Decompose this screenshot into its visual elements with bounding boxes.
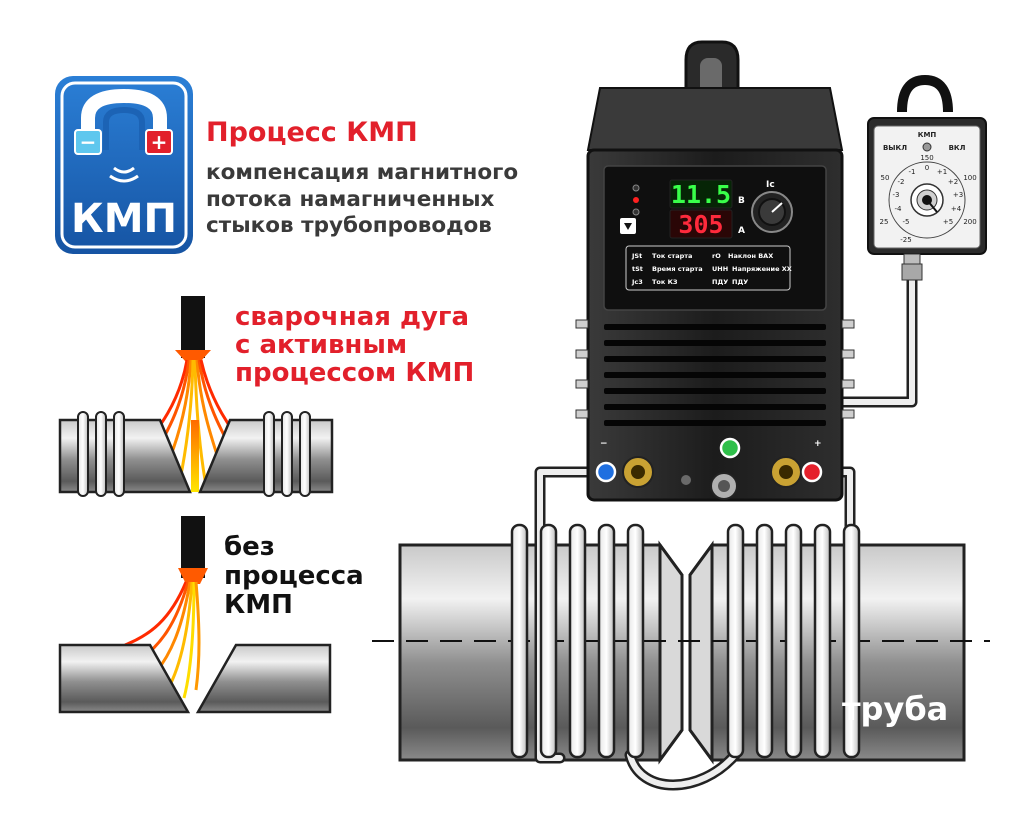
scale-25: 25 (880, 218, 889, 226)
logo-plus-pole (145, 129, 173, 155)
param-code-4: rO (712, 252, 721, 260)
red-dot (801, 461, 823, 483)
param-desc-1: Ток старта (652, 252, 692, 260)
caption-line: процессом КМП (235, 358, 475, 389)
logo-minus-pole (74, 129, 102, 155)
tick-p2: +2 (948, 178, 958, 186)
tick-p5: +5 (943, 218, 953, 226)
param-code-3: Jc3 (631, 278, 643, 286)
tick-0: 0 (925, 164, 929, 172)
active-arc-caption: сварочная дуга с активным процессом КМП (235, 303, 474, 387)
current-display (669, 209, 733, 239)
tick-m4: -4 (895, 205, 903, 213)
magnetic-wave-icon (109, 166, 139, 183)
pipe-coils (510, 523, 861, 759)
plus-sign-label: + (814, 439, 822, 449)
tick-p4: +4 (951, 205, 962, 213)
scale-50: 50 (881, 174, 890, 182)
electrode-active (181, 296, 205, 358)
pipe-label: труба (842, 690, 949, 728)
knob-label: Ic (766, 180, 775, 190)
current-readout: 305 (678, 210, 723, 239)
page-subtitle: компенсация магнитного потока намагничен… (206, 160, 518, 240)
tick-p1: +1 (937, 168, 947, 176)
electrode-no-kmp (181, 516, 205, 578)
param-code-1: JSt (631, 252, 642, 260)
tick-p3: +3 (953, 191, 963, 199)
scale-150: 150 (920, 154, 933, 162)
voltage-display (669, 179, 733, 209)
param-desc-6: ПДУ (732, 278, 748, 286)
welder-unit: 11.5 305 B A Ic JSt Ток старта tSt Время… (575, 40, 855, 502)
voltage-readout: 11.5 (671, 180, 731, 209)
param-list: JSt Ток старта tSt Время старта Jc3 Ток … (631, 252, 792, 286)
scale-100: 100 (963, 174, 976, 182)
param-desc-5: Напряжение ХХ (732, 265, 792, 273)
remote-control: КМП ВЫКЛ ВКЛ 0 +1 +2 +3 +4 +5 -1 -2 -3 -… (867, 74, 987, 281)
subtitle-line: стыков трубопроводов (206, 213, 492, 239)
triangle-down-icon (624, 223, 632, 230)
remote-dial-ticks: 0 +1 +2 +3 +4 +5 -1 -2 -3 -4 -5 (893, 164, 964, 226)
remote-knob[interactable] (910, 183, 944, 217)
no-kmp-arc-illustration (58, 516, 332, 714)
caption-line: с активным (235, 330, 408, 361)
logo-plus-sign: + (151, 130, 168, 154)
tick-m2: -2 (898, 178, 905, 186)
tick-m3: -3 (893, 191, 900, 199)
logo-minus-sign: − (80, 130, 97, 154)
caption-line: КМП (224, 590, 293, 621)
remote-hanger (897, 74, 953, 113)
param-code-2: tSt (632, 265, 643, 273)
kmp-logo: − + КМП (55, 76, 193, 254)
remote-label: КМП (918, 131, 937, 139)
active-arc-illustration (58, 296, 334, 497)
remote-scale-marks: 150 50 100 25 200 -25 (880, 154, 977, 244)
green-dot (719, 437, 741, 459)
param-desc-3: Ток КЗ (652, 278, 678, 286)
welder-vents (604, 324, 826, 426)
minus-sign-label: − (600, 439, 608, 449)
no-kmp-caption: без процесса КМП (224, 532, 364, 621)
unit-amps: A (738, 226, 745, 236)
caption-line: без (224, 532, 275, 562)
tick-m1: -1 (909, 168, 916, 176)
param-desc-2: Время старта (652, 265, 703, 273)
unit-volts: B (738, 196, 745, 206)
param-code-5: UHH (712, 265, 728, 273)
parameter-legend (625, 245, 791, 291)
logo-text: КМП (71, 196, 177, 242)
subtitle-line: компенсация магнитного (206, 160, 519, 185)
current-knob[interactable] (751, 191, 793, 233)
param-code-6: ПДУ (712, 278, 728, 286)
blue-dot (595, 461, 617, 483)
param-desc-4: Наклон ВАХ (728, 252, 773, 260)
scale-200: 200 (963, 218, 976, 226)
remote-on: ВКЛ (949, 144, 966, 152)
scale-m25: -25 (900, 236, 911, 244)
caption-line: сварочная дуга (235, 302, 470, 332)
remote-off: ВЫКЛ (883, 144, 907, 152)
tick-m5: -5 (903, 218, 910, 226)
remote-toggle-switch[interactable] (922, 142, 932, 152)
page-title: Процесс КМП (206, 117, 418, 148)
subtitle-line: потока намагниченных (206, 186, 495, 212)
caption-line: процесса (224, 561, 364, 592)
